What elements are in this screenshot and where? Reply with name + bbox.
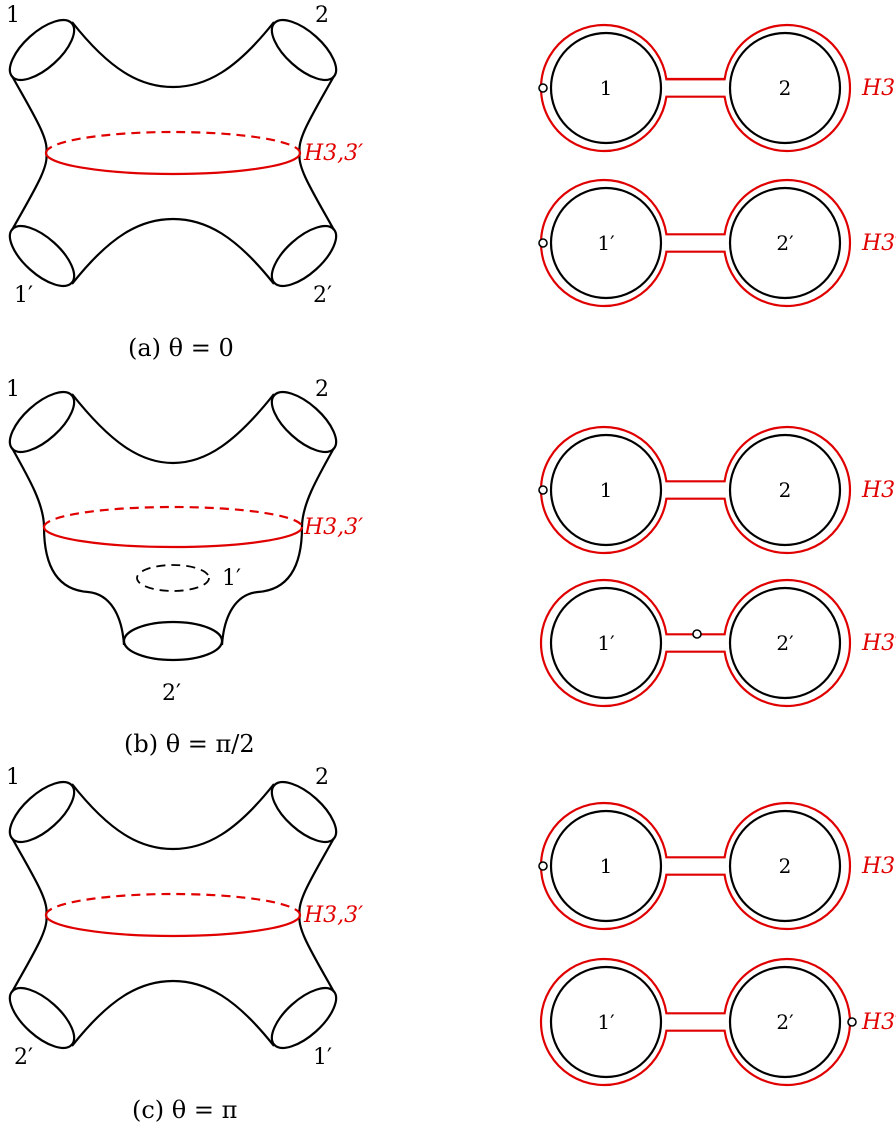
panel-b-label-top-left: 1: [6, 377, 20, 402]
panel-b-label-bottom: 2′: [162, 681, 181, 706]
panel-b-diagram-top-marker: [538, 485, 548, 495]
panel-c-diagram-bottom-outer-label: H3′: [861, 1010, 896, 1035]
panel-b-diagram-bottom-left-label: 1′: [597, 631, 615, 655]
panel-b-label-top-right: 2: [315, 377, 329, 402]
panel-c-diagram-top-outer-label: H3: [861, 854, 895, 879]
panel-c-caption: (c) θ = π: [132, 1096, 237, 1124]
panel-c-label-top-right: 2: [315, 765, 329, 790]
panel-a-label-top-right: 2: [315, 3, 329, 28]
panel-b-diagram-bottom-marker: [692, 629, 702, 639]
panel-c-label-bottom-left: 2′: [14, 1045, 33, 1070]
panel-a-cut-label: H3,3′: [303, 141, 363, 166]
panel-c-diagram-top-marker: [538, 861, 548, 871]
panel-b-diagram-top-left-label: 1: [600, 478, 613, 502]
panel-c-diagram-bottom-marker: [847, 1017, 857, 1027]
panel-b-diagram-bottom-outer-label: H3′: [861, 631, 896, 656]
panel-c-label-top-left: 1: [6, 765, 20, 790]
panel-c-label-bottom-right: 1′: [313, 1045, 332, 1070]
panel-b-diagram-top: 1 2 H3: [538, 425, 895, 555]
panel-a-label-bottom-right: 2′: [313, 283, 332, 308]
panel-b-surface: [8, 390, 338, 662]
panel-b-diagram-top-outer-label: H3: [861, 478, 895, 503]
panel-a-diagram-top-marker: [538, 83, 548, 93]
panel-c-cut-label: H3,3′: [303, 903, 363, 928]
panel-b-label-inner: 1′: [222, 566, 241, 591]
panel-c-diagram-bottom-right-label: 2′: [776, 1010, 794, 1034]
panel-a-diagram-top-right-label: 2: [779, 76, 792, 100]
panel-a-caption: (a) θ = 0: [128, 334, 234, 362]
panel-b: 1 2 1′ 2′ H3,3′ (b) θ = π/2 1 2 H3 1′ 2′…: [6, 377, 896, 758]
panel-a-diagram-bottom-left-label: 1′: [597, 231, 615, 255]
panel-a: 1 2 1′ 2′ H3,3′ (a) θ = 0 1 2 H3 1′ 2′ H…: [6, 3, 896, 362]
panel-c-diagram-top-right-label: 2: [779, 854, 792, 878]
panel-b-diagram-top-right-label: 2: [779, 478, 792, 502]
panel-a-label-top-left: 1: [6, 3, 20, 28]
panel-a-diagram-top: 1 2 H3: [538, 23, 895, 153]
panel-a-diagram-top-outer-label: H3: [861, 76, 895, 101]
panel-a-diagram-bottom-right-label: 2′: [776, 231, 794, 255]
panel-b-diagram-bottom: 1′ 2′ H3′: [539, 578, 896, 708]
panel-a-diagram-bottom-marker: [538, 238, 548, 248]
panel-c-diagram-bottom: 1′ 2′ H3′: [539, 957, 896, 1087]
panel-a-diagram-top-left-label: 1: [600, 76, 613, 100]
panel-a-diagram-bottom-outer-label: H3′: [861, 231, 896, 256]
panel-b-cut-label: H3,3′: [303, 515, 363, 540]
panel-a-surface: [8, 18, 338, 288]
panel-b-caption: (b) θ = π/2: [124, 730, 255, 758]
panel-c: 1 2 2′ 1′ H3,3′ (c) θ = π 1 2 H3 1′ 2′ H…: [6, 765, 896, 1124]
panel-c-diagram-top: 1 2 H3: [538, 801, 895, 931]
panel-c-diagram-bottom-left-label: 1′: [597, 1010, 615, 1034]
panel-c-surface: [8, 780, 338, 1050]
panel-c-diagram-top-left-label: 1: [600, 854, 613, 878]
panel-a-diagram-bottom: 1′ 2′ H3′: [538, 178, 896, 308]
panel-b-diagram-bottom-right-label: 2′: [776, 631, 794, 655]
panel-a-label-bottom-left: 1′: [14, 283, 33, 308]
